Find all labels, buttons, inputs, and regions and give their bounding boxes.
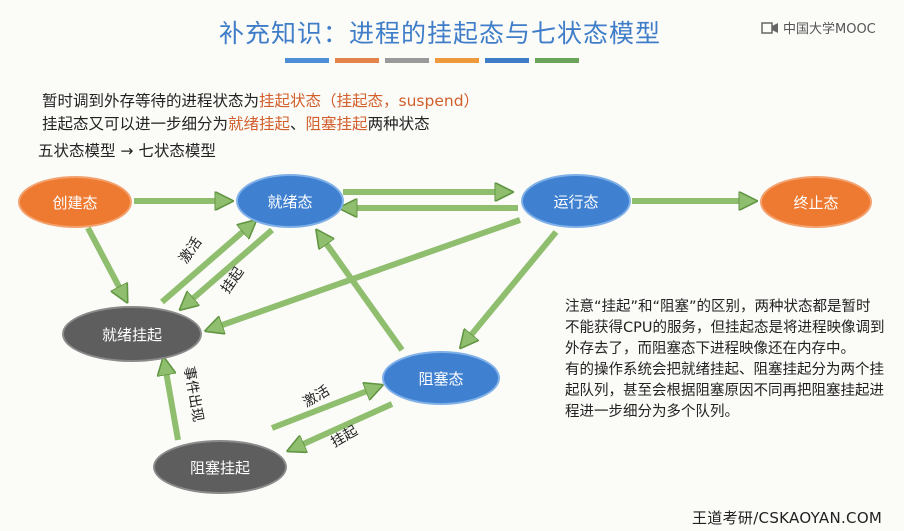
mooc-logo-icon [761,21,778,34]
node-blocked-label: 阻塞态 [418,369,464,388]
mooc-logo: 中国大学MOOC [761,18,876,37]
model-transition-line: 五状态模型 → 七状态模型 [38,142,216,160]
intro-line-2-suffix: 两种状态 [367,115,430,133]
stripe [385,58,429,63]
arrow-ready-suspend-to-ready [160,222,254,305]
node-blocked-suspend: 阻塞挂起 [153,440,287,494]
blocked-suspend-highlight: 阻塞挂起 [305,115,368,133]
stripe [435,58,479,63]
intro-line-1: 暂时调到外存等待的进程状态为挂起状态（挂起态，suspend） [42,89,479,111]
intro-line-2-text: 挂起态又可以进一步细分为 [42,115,229,133]
mooc-logo-text: 中国大学MOOC [783,22,876,37]
arrow-ready-to-ready-suspend [182,227,274,308]
node-ready-suspend-label: 就绪挂起 [101,325,162,344]
arrow-running-to-blocked [462,230,559,346]
node-terminated: 终止态 [760,176,872,228]
node-ready-suspend: 就绪挂起 [62,306,202,362]
stripe [485,58,529,63]
node-create-label: 创建态 [52,193,98,212]
arrow-running-to-ready-suspend [208,217,521,330]
note-paragraph-2: 有的操作系统会把就绪挂起、阻塞挂起分为两个挂起队列，甚至会根据阻塞原因不同再把阻… [565,362,884,420]
node-ready-label: 就绪态 [267,192,313,211]
intro-line-2-separator: 、 [290,115,306,133]
arrow-blocked-to-blocked-suspend [290,401,394,450]
node-blocked-suspend-label: 阻塞挂起 [189,458,250,477]
page-title: 补充知识：进程的挂起态与七状态模型 [218,19,661,48]
ready-suspend-highlight: 就绪挂起 [228,115,291,133]
stripe [335,58,379,63]
stripe [535,58,579,63]
arrow-create-to-ready-suspend [85,226,129,300]
arrow-blocked-suspend-to-blocked [270,386,380,431]
node-create: 创建态 [18,176,132,228]
arrow-blocked-suspend-to-ready-suspend [164,360,181,441]
node-terminated-label: 终止态 [793,193,839,212]
node-running-label: 运行态 [553,192,599,211]
suspend-state-highlight: 挂起状态（挂起态，suspend） [259,92,480,110]
stripe [285,58,329,63]
footer-watermark: 王道考研/CSKAOYAN.COM [692,509,883,527]
node-running: 运行态 [521,174,631,228]
node-ready: 就绪态 [236,174,344,228]
suspend-vs-block-note: 注意“挂起”和“阻塞”的区别，两种状态都是暂时不能获得CPU的服务，但挂起态是将… [565,297,885,423]
note-paragraph-1: 注意“挂起”和“阻塞”的区别，两种状态都是暂时不能获得CPU的服务，但挂起态是将… [565,299,885,357]
arrow-blocked-to-ready [318,232,405,352]
intro-line-2: 挂起态又可以进一步细分为就绪挂起、阻塞挂起两种状态 [42,112,430,134]
intro-line-1-text: 暂时调到外存等待的进程状态为 [42,92,260,110]
node-blocked: 阻塞态 [382,351,500,405]
